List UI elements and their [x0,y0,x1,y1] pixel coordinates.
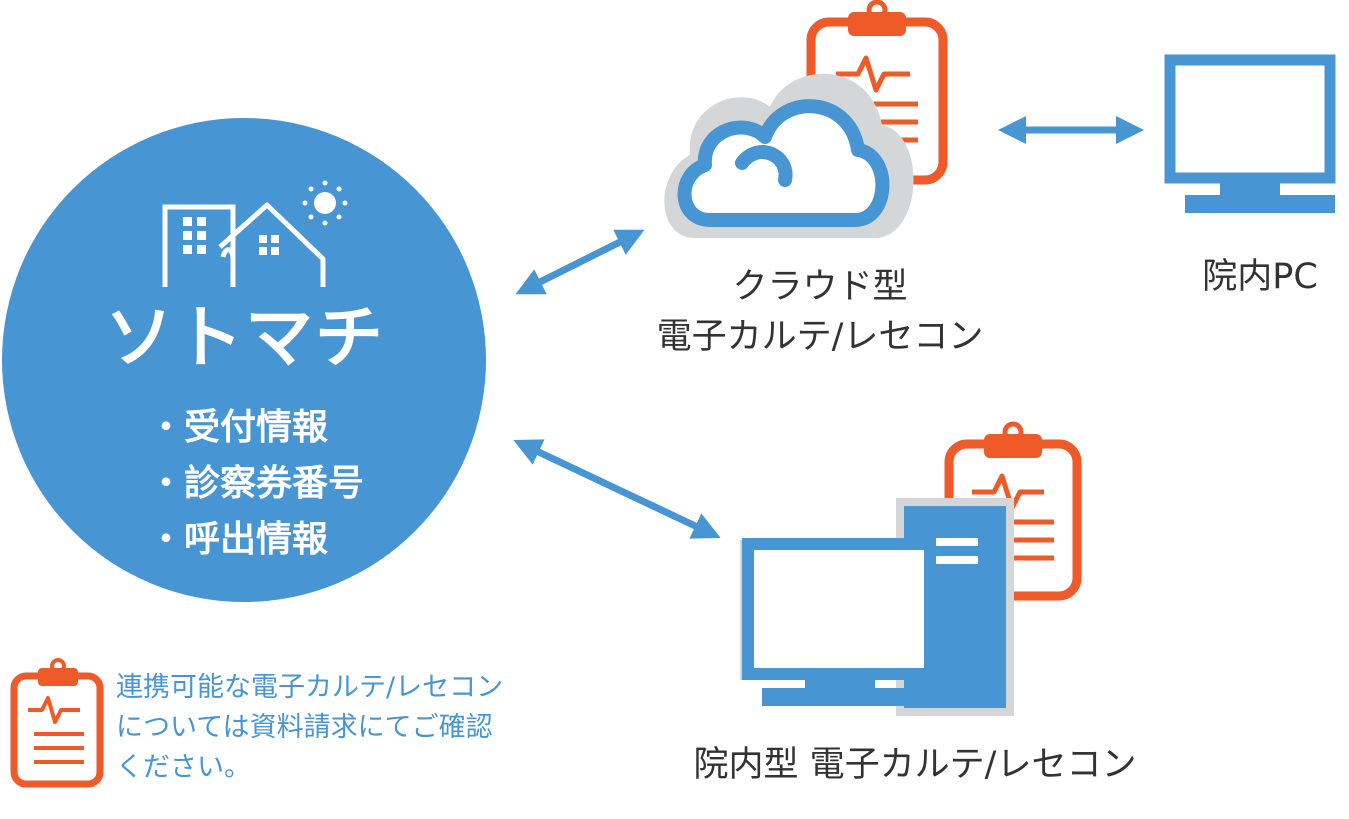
info-list: ・受付情報 ・診察券番号 ・呼出情報 [148,400,364,568]
note-line1: 連携可能な電子カルテ/レセコン [116,672,504,703]
house-icon [218,202,326,287]
arrow-sotomachi-onprem [513,439,721,539]
monitor-icon [740,538,936,706]
note-line2: については資料請求にてご確認 [116,712,493,743]
integration-note: 連携可能な電子カルテ/レセコン については資料請求にてご確認 ください。 [116,668,566,788]
medical-chart-icon [10,658,104,788]
note-line3: ください。 [116,752,251,783]
sotomachi-circle [2,118,486,602]
sun-icon [302,180,348,226]
onprem-system-label: 院内型 電子カルテ/レセコン [693,745,1137,785]
sotomachi-logo [162,180,348,287]
house-windows [259,235,279,255]
hospital-pc-label: 院内PC [1202,257,1318,297]
info-item-card-number: ・診察券番号 [148,463,365,504]
cloud-label-line1: クラウド型 [732,267,908,307]
cloud-icon [664,73,914,238]
monitor-icon [1164,54,1336,213]
info-item-call: ・呼出情報 [148,519,329,560]
cloud-label-line2: 電子カルテ/レセコン [656,317,984,357]
cloud-system-label: クラウド型 電子カルテ/レセコン [630,262,1010,362]
building-windows [183,217,206,254]
brand-name: ソトマチ [104,299,385,378]
info-item-reception: ・受付情報 [148,407,329,448]
building-icon [162,204,236,287]
arrow-sotomachi-cloud [515,229,645,295]
